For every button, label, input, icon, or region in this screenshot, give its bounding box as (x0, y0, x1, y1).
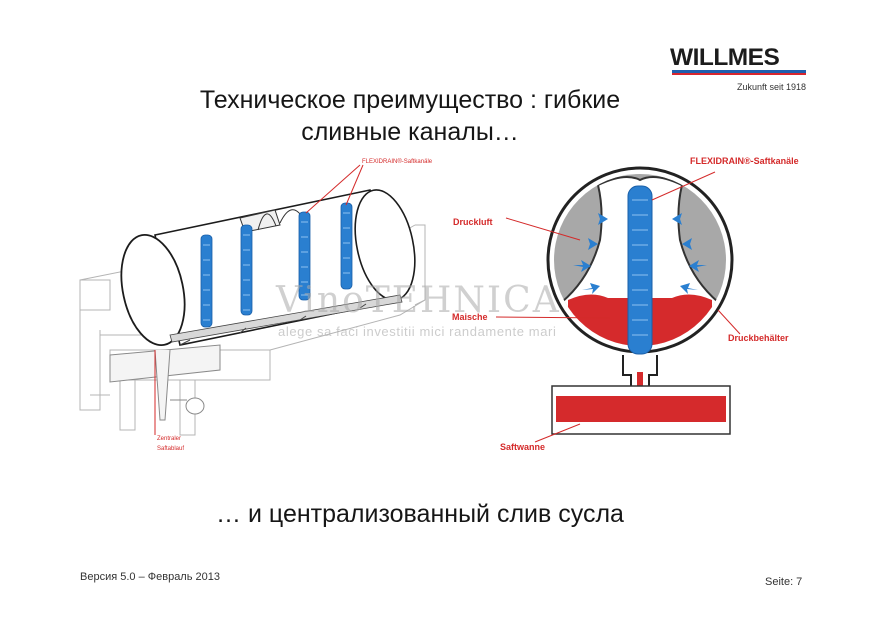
right-labels: FLEXIDRAIN®-Saftkanäle Druckluft Maische… (452, 156, 799, 452)
slide-subtitle: … и централизованный слив сусла (216, 500, 624, 528)
brand-bar-red (672, 73, 806, 75)
channel-texture (203, 212, 350, 321)
flexidrain-channel-central (627, 185, 653, 355)
brand-name: WILLMES (670, 44, 780, 71)
label-air: Druckluft (453, 217, 493, 227)
slide-title-line2: сливные каналы… (301, 118, 519, 146)
press-drum (120, 189, 416, 347)
press-cross-section-diagram: FLEXIDRAIN®-Saftkanäle Druckluft Maische… (452, 156, 799, 452)
footer-page-number: Seite: 7 (765, 576, 803, 588)
juice-tray (551, 385, 731, 435)
footer-version: Версия 5.0 – Февраль 2013 (80, 571, 220, 583)
label-mash: Maische (452, 312, 488, 322)
brand-tagline: Zukunft seit 1918 (736, 82, 806, 92)
callout-lines-left (154, 164, 364, 435)
callout-lines-right (495, 171, 741, 443)
label-tray: Saftwanne (500, 442, 545, 452)
flexidrain-channels-side (200, 202, 353, 328)
slide-title-line1: Техническое преимущество : гибкие (199, 86, 621, 114)
brand-bar-blue (672, 70, 806, 73)
label-drain-line2: Saftablauf (157, 446, 184, 452)
press-side-view-diagram: FLEXIDRAIN®-Saftkanäle Zentraler Saftabl… (79, 158, 433, 452)
slide-title: Техническое преимущество : гибкие сливны… (100, 84, 720, 148)
drain-trough (109, 344, 221, 421)
label-channels-left: FLEXIDRAIN®-Saftkanäle (362, 158, 433, 165)
central-channel-texture (632, 199, 648, 336)
air-pressure-arrows (573, 213, 707, 294)
label-channels-right: FLEXIDRAIN®-Saftkanäle (690, 156, 799, 166)
brand-logo: WILLMES Zukunft seit 1918 (670, 44, 810, 94)
label-vessel: Druckbehälter (728, 333, 789, 343)
label-drain-line1: Zentraler (157, 436, 181, 442)
